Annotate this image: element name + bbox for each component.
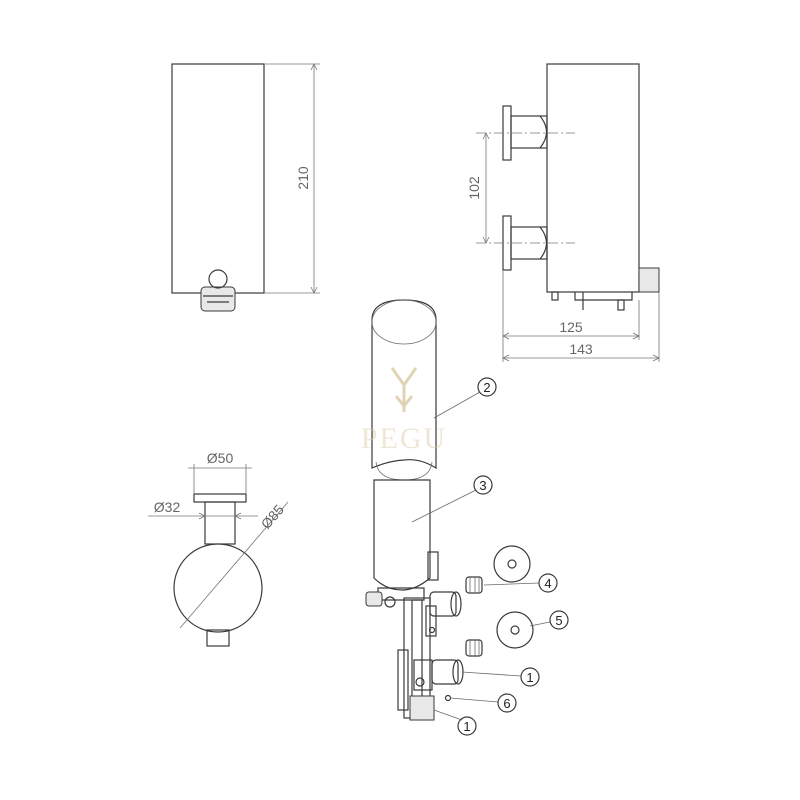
part-bushing-lower bbox=[465, 639, 483, 657]
side-body bbox=[546, 63, 640, 293]
front-view: 210 bbox=[171, 63, 320, 312]
part-inner-bottle bbox=[373, 479, 439, 591]
top-flange bbox=[193, 493, 247, 503]
part-pump-mechanism bbox=[365, 587, 464, 721]
top-pipe bbox=[204, 501, 236, 545]
dim-dia-pipe-label: Ø32 bbox=[154, 499, 181, 515]
svg-text:2: 2 bbox=[483, 380, 490, 395]
callout-6: 6 bbox=[449, 693, 517, 713]
part-bushing-upper bbox=[465, 576, 483, 594]
svg-text:3: 3 bbox=[479, 478, 486, 493]
top-body-circle bbox=[173, 543, 263, 633]
part-wall-plate-lower bbox=[496, 611, 534, 649]
dim-dia-flange-label: Ø50 bbox=[207, 450, 234, 466]
side-pump-nozzle bbox=[638, 267, 660, 293]
dim-spacing-label: 102 bbox=[466, 176, 482, 200]
dim-dia-body-label: Ø85 bbox=[258, 501, 288, 532]
callout-1-lower: 1 bbox=[433, 709, 477, 736]
watermark-logo: PEGU bbox=[361, 367, 447, 455]
pump-nozzle bbox=[200, 286, 236, 312]
part-wall-plate-upper bbox=[493, 545, 531, 583]
front-body bbox=[171, 63, 265, 294]
watermark-brand: PEGU bbox=[361, 422, 447, 455]
pump-button bbox=[208, 269, 228, 289]
callout-1-upper: 1 bbox=[461, 667, 540, 687]
pump-detail bbox=[203, 295, 233, 303]
svg-text:1: 1 bbox=[526, 670, 533, 685]
callout-3: 3 bbox=[411, 475, 493, 523]
side-view: 102 125 143 bbox=[466, 63, 660, 362]
callout-5: 5 bbox=[529, 610, 569, 630]
svg-text:4: 4 bbox=[544, 576, 551, 591]
dim-depth-body-label: 125 bbox=[559, 319, 583, 335]
callout-2: 2 bbox=[433, 377, 497, 419]
svg-text:6: 6 bbox=[503, 696, 510, 711]
top-nozzle bbox=[206, 629, 230, 647]
svg-text:1: 1 bbox=[463, 719, 470, 734]
callout-4: 4 bbox=[483, 573, 558, 593]
dim-height-label: 210 bbox=[295, 166, 311, 190]
side-pump-housing bbox=[574, 292, 633, 301]
exploded-view: PEGU bbox=[361, 299, 534, 721]
svg-text:5: 5 bbox=[555, 613, 562, 628]
callouts: 2 3 4 5 1 6 1 bbox=[411, 377, 569, 736]
dim-depth-total-label: 143 bbox=[569, 341, 593, 357]
top-view: Ø50 Ø32 Ø85 bbox=[148, 450, 289, 647]
